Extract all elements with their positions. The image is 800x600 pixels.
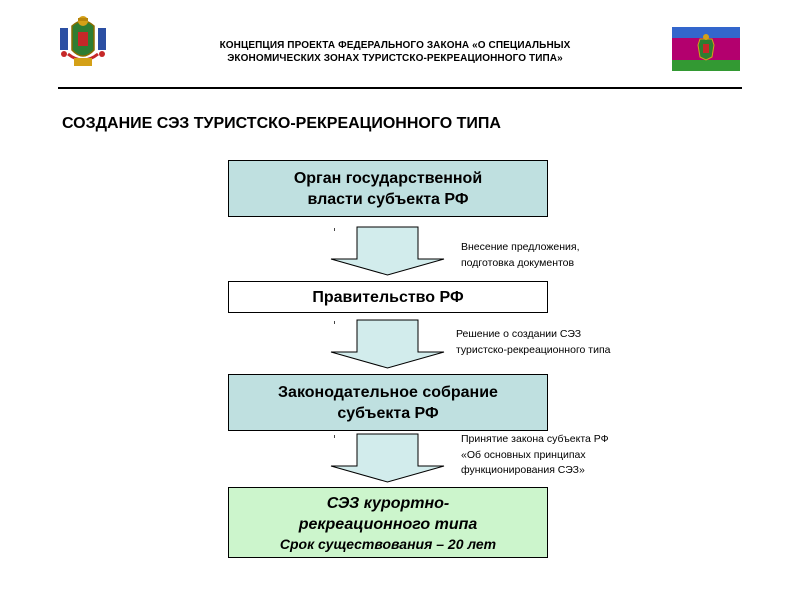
note-decision: Решение о создании СЭЗ туристско-рекреац…	[456, 327, 611, 358]
box-legislative-assembly-line1: Законодательное собрание	[278, 383, 498, 401]
box-government-line1: Правительство РФ	[312, 288, 464, 306]
box-legislative-assembly: Законодательное собрание субъекта РФ	[228, 374, 548, 431]
box-sez-resort-term: Срок существования – 20 лет	[279, 535, 497, 552]
box-regional-authority-line1: Орган государственной	[293, 169, 483, 187]
tick-mark	[334, 228, 335, 231]
header-divider	[58, 87, 742, 89]
box-regional-authority: Орган государственной власти субъекта РФ	[228, 160, 548, 217]
header-title: КОНЦЕПЦИЯ ПРОЕКТА ФЕДЕРАЛЬНОГО ЗАКОНА «О…	[170, 39, 620, 65]
tick-mark	[334, 321, 335, 324]
box-sez-resort-line1: СЭЗ курортно-	[326, 494, 450, 512]
note-decision-line1: Решение о создании СЭЗ	[456, 328, 582, 340]
box-regional-authority-line2: власти субъекта РФ	[307, 190, 469, 208]
tick-mark	[334, 435, 335, 438]
note-law-adoption: Принятие закона субъекта РФ «Об основных…	[461, 432, 609, 479]
down-arrow-icon	[330, 226, 445, 276]
box-sez-resort: СЭЗ курортно- рекреационного типа Срок с…	[228, 487, 548, 558]
regional-flag-icon	[672, 27, 740, 71]
box-government: Правительство РФ	[228, 281, 548, 313]
down-arrow-icon	[330, 433, 445, 483]
header-title-line1: КОНЦЕПЦИЯ ПРОЕКТА ФЕДЕРАЛЬНОГО ЗАКОНА «О…	[219, 40, 571, 51]
header-title-line2: ЭКОНОМИЧЕСКИХ ЗОНАХ ТУРИСТСКО-РЕКРЕАЦИОН…	[227, 53, 563, 64]
box-sez-resort-line2: рекреационного типа	[298, 515, 478, 533]
down-arrow-icon	[330, 319, 445, 369]
box-legislative-assembly-line2: субъекта РФ	[337, 404, 439, 422]
note-submission: Внесение предложения, подготовка докумен…	[461, 240, 580, 271]
note-submission-line2: подготовка документов	[461, 256, 575, 269]
page-title: СОЗДАНИЕ СЭЗ ТУРИСТСКО-РЕКРЕАЦИОННОГО ТИ…	[62, 115, 501, 132]
note-submission-line1: Внесение предложения,	[461, 241, 580, 253]
note-law-adoption-line3: функционирования СЭЗ»	[461, 464, 585, 476]
coat-of-arms-icon	[58, 14, 108, 72]
note-law-adoption-line1: Принятие закона субъекта РФ	[461, 433, 609, 445]
note-decision-line2: туристско-рекреационного типа	[456, 343, 611, 356]
note-law-adoption-line2: «Об основных принципах	[461, 448, 586, 461]
